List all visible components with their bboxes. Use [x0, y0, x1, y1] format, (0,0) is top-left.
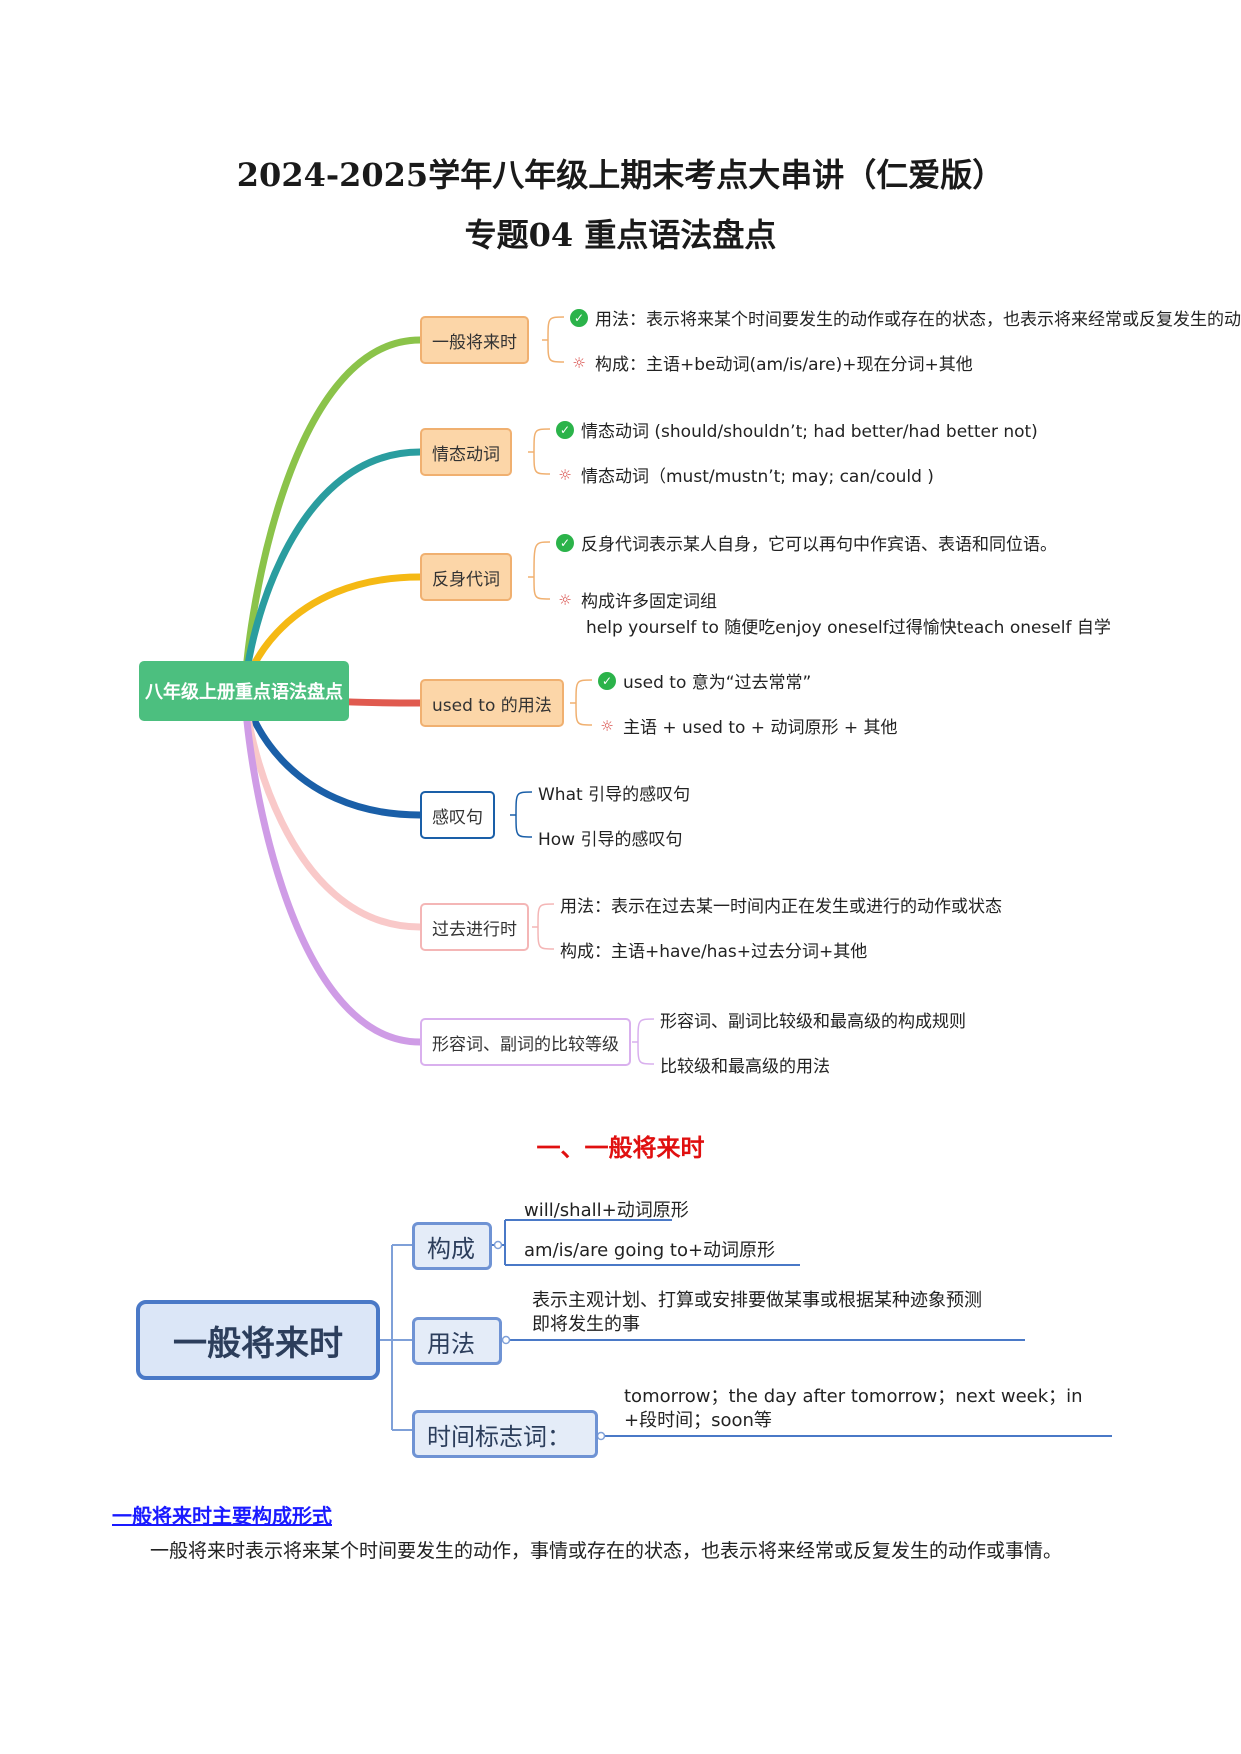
check-circle-icon: ✓: [556, 420, 574, 439]
tense-node-usage[interactable]: 用法: [412, 1317, 502, 1365]
mindmap-leaf: 构成：主语+have/has+过去分词+其他: [560, 937, 867, 962]
title-line-1: 2024-2025学年八年级上期末考点大串讲（仁爱版）: [236, 156, 1005, 194]
mindmap-leaf-text: What 引导的感叹句: [538, 785, 691, 805]
title-line-2: 专题04 重点语法盘点: [464, 216, 777, 254]
mindmap-leaf: ☼ 构成许多固定词组: [556, 587, 717, 613]
mindmap-branch-label: 形容词、副词的比较等级: [432, 1034, 619, 1055]
mindmap-root-label: 八年级上册重点语法盘点: [145, 682, 343, 703]
mindmap-branch-node[interactable]: 感叹句: [420, 791, 495, 839]
tense-leaf-usage-1: 表示主观计划、打算或安排要做某事或根据某种迹象预测: [532, 1290, 982, 1311]
check-circle-icon: ✓: [598, 671, 616, 690]
mindmap-leaf: 用法：表示在过去某一时间内正在发生或进行的动作或状态: [560, 892, 1002, 917]
mindmap-branch-label: 反身代词: [432, 569, 500, 590]
lightbulb-icon: ☼: [600, 716, 614, 735]
tense-leaf-structure-1: will/shall+动词原形: [524, 1200, 689, 1221]
section-heading: 一般将来时主要构成形式: [112, 1504, 332, 1528]
mindmap-leaf-text: 用法：表示将来某个时间要发生的动作或存在的状态，也表示将来经常或反复发生的动作: [595, 310, 1241, 330]
mindmap-branch-node[interactable]: 形容词、副词的比较等级: [420, 1018, 631, 1066]
mindmap-branch-node[interactable]: 一般将来时: [420, 316, 529, 364]
mindmap-leaf-text: 构成许多固定词组: [581, 592, 717, 612]
mindmap-leaf: ✓ 用法：表示将来某个时间要发生的动作或存在的状态，也表示将来经常或反复发生的动作: [570, 305, 1241, 330]
branch-bracket: [542, 316, 565, 363]
mindmap-branch-node[interactable]: 反身代词: [420, 553, 512, 601]
mindmap-leaf: ☼ 情态动词（must/mustn’t; may; can/could ): [556, 462, 934, 488]
section-title: 一、一般将来时: [536, 1133, 705, 1162]
branch-bracket: [528, 428, 551, 475]
mindmap-leaf: 比较级和最高级的用法: [660, 1052, 830, 1077]
check-circle-icon: ✓: [570, 308, 588, 327]
mindmap-leaf: ☼ 构成：主语+be动词(am/is/are)+现在分词+其他: [570, 350, 973, 376]
mindmap-leaf-text: 形容词、副词比较级和最高级的构成规则: [660, 1012, 966, 1032]
tense-leaf-time-markers-1: tomorrow；the day after tomorrow；next wee…: [624, 1386, 1083, 1407]
mindmap-leaf-text: 情态动词（must/mustn’t; may; can/could ): [581, 467, 934, 487]
mindmap-branch-label: 一般将来时: [432, 332, 517, 353]
mindmap-leaf: ✓ 情态动词 (should/shouldn’t; had better/had …: [556, 417, 1038, 442]
mindmap-leaf: How 引导的感叹句: [538, 825, 683, 850]
lightbulb-icon: ☼: [558, 590, 572, 609]
mindmap-leaf: ✓ used to 意为“过去常常”: [598, 668, 811, 693]
mindmap-branch-label: 感叹句: [432, 807, 483, 828]
branch-connector: [241, 687, 424, 1046]
branch-bracket: [528, 541, 551, 600]
mindmap-leaf: ☼ 主语 + used to + 动词原形 + 其他: [598, 713, 898, 739]
tense-leaf-structure-2: am/is/are going to+动词原形: [524, 1240, 776, 1261]
mindmap-leaf-text: 主语 + used to + 动词原形 + 其他: [623, 718, 898, 738]
mindmap-leaf-text: 比较级和最高级的用法: [660, 1057, 830, 1077]
tense-leaf-time-markers-2: +段时间；soon等: [624, 1410, 772, 1431]
tense-node-structure[interactable]: 构成: [412, 1222, 492, 1270]
check-circle-icon: ✓: [556, 533, 574, 552]
mindmap-leaf-text: 情态动词 (should/shouldn’t; had better/had b…: [581, 422, 1038, 442]
branch-bracket: [532, 903, 555, 950]
tense-leaf-usage-2: 即将发生的事: [532, 1314, 640, 1335]
lightbulb-icon: ☼: [572, 353, 586, 372]
branch-bracket: [632, 1018, 655, 1065]
branch-bracket: [570, 679, 593, 726]
mindmap-branch-node[interactable]: 过去进行时: [420, 903, 529, 951]
tense-node-time-markers[interactable]: 时间标志词：: [412, 1410, 598, 1458]
mindmap-branch-node[interactable]: used to 的用法: [420, 679, 564, 727]
mindmap-branch-label: 过去进行时: [432, 919, 517, 940]
mindmap-leaf: 形容词、副词比较级和最高级的构成规则: [660, 1007, 966, 1032]
mindmap-root[interactable]: 八年级上册重点语法盘点: [139, 661, 349, 721]
mindmap-leaf: What 引导的感叹句: [538, 780, 690, 805]
mindmap-branch-node[interactable]: 情态动词: [420, 428, 512, 476]
branch-bracket: [510, 791, 533, 838]
mindmap-leaf-text: used to 意为“过去常常”: [623, 673, 812, 693]
lightbulb-icon: ☼: [558, 465, 572, 484]
tense-root[interactable]: 一般将来时: [136, 1300, 380, 1380]
mindmap-branch-label: 情态动词: [432, 444, 500, 465]
section-paragraph: 一般将来时表示将来某个时间要发生的动作，事情或存在的状态，也表示将来经常或反复发…: [150, 1540, 1063, 1562]
mindmap-leaf-text: 构成：主语+be动词(am/is/are)+现在分词+其他: [595, 355, 973, 375]
mindmap-leaf-text: How 引导的感叹句: [538, 830, 683, 850]
mindmap-branch-label: used to 的用法: [432, 695, 552, 716]
mindmap-leaf-text-line2: help yourself to 随便吃enjoy oneself过得愉快tea…: [586, 618, 1111, 638]
mindmap-leaf-text: 用法：表示在过去某一时间内正在发生或进行的动作或状态: [560, 897, 1002, 917]
mindmap-leaf-text: 反身代词表示某人自身，它可以再句中作宾语、表语和同位语。: [581, 535, 1057, 555]
mindmap-leaf: ✓ 反身代词表示某人自身，它可以再句中作宾语、表语和同位语。: [556, 530, 1057, 555]
mindmap-leaf-text: 构成：主语+have/has+过去分词+其他: [560, 942, 868, 962]
